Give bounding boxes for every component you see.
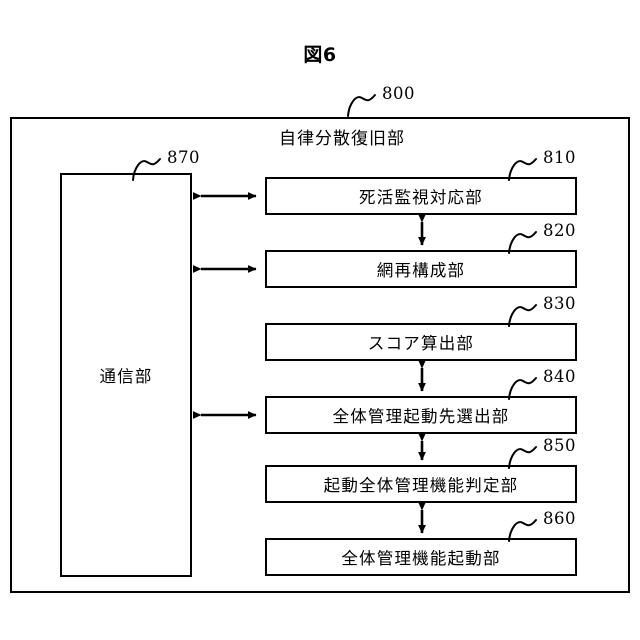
reference-leader-860: 860 [505,509,576,543]
block-label-820: 網再構成部 [376,261,466,280]
block-label-850: 起動全体管理機能判定部 [323,476,519,495]
leader-squiggle-icon [508,304,537,327]
reference-number-850: 850 [543,436,576,455]
unit-title: 自律分散復旧部 [279,129,405,149]
block-label-840: 全体管理起動先選出部 [332,407,510,426]
reference-number-810: 810 [543,148,576,167]
reference-leader-820: 820 [505,221,576,255]
block-840: 全体管理起動先選出部 [265,396,577,434]
block-communication: 通信部 [60,173,192,577]
reference-number-830: 830 [543,294,576,313]
reference-number-840: 840 [543,367,576,386]
block-label-communication: 通信部 [99,367,153,386]
leader-squiggle-icon [508,158,537,181]
reference-leader-850: 850 [505,436,576,470]
leader-squiggle-icon [508,446,537,469]
block-label-860: 全体管理機能起動部 [341,549,501,568]
block-830: スコア算出部 [265,323,577,361]
block-850: 起動全体管理機能判定部 [265,465,577,503]
leader-squiggle-icon [508,231,537,254]
leader-squiggle-icon [508,377,537,400]
block-860: 全体管理機能起動部 [265,538,577,576]
reference-leader-830: 830 [505,294,576,328]
reference-leader-870: 870 [129,148,200,182]
reference-leader-810: 810 [505,148,576,182]
block-label-830: スコア算出部 [367,334,475,353]
reference-number-820: 820 [543,221,576,240]
block-label-810: 死活監視対応部 [359,188,483,207]
reference-number-870: 870 [167,148,200,167]
leader-squiggle-icon [347,94,376,117]
reference-leader-840: 840 [505,367,576,401]
leader-squiggle-icon [132,158,161,181]
figure-title: 図6 [303,44,337,66]
reference-leader-800: 800 [344,84,415,118]
reference-number-800: 800 [382,84,415,103]
leader-squiggle-icon [508,519,537,542]
reference-number-860: 860 [543,509,576,528]
block-810: 死活監視対応部 [265,177,577,215]
block-820: 網再構成部 [265,250,577,288]
